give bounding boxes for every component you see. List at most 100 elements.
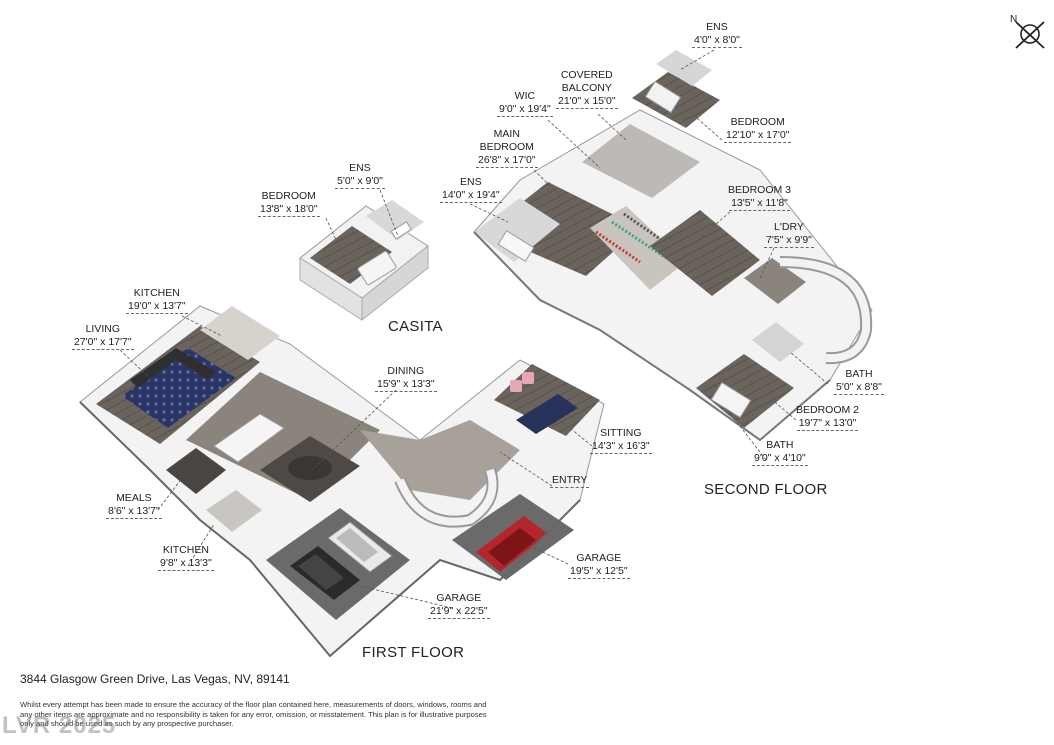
room-dims: 19'0" x 13'7" — [126, 300, 188, 314]
room-name: GARAGE — [436, 592, 482, 604]
ens-top-floor — [656, 50, 712, 86]
meals-floor — [166, 448, 226, 494]
room-dims: 21'9" x 22'5" — [428, 605, 490, 619]
room-label-garage-right: GARAGE 19'5" x 12'5" — [568, 552, 630, 579]
room-name: KITCHEN — [162, 544, 209, 556]
room-label-ens-top: ENS 4'0" x 8'0" — [692, 21, 742, 48]
room-label-ldry: L'DRY 7'5" x 9'9" — [764, 221, 814, 248]
casita-vanity — [390, 221, 412, 240]
compass-north-label: N — [1010, 14, 1017, 25]
room-label-bedroom3: BEDROOM 3 13'5" x 11'8" — [728, 184, 791, 211]
room-name: BEDROOM — [261, 190, 316, 202]
room-name: GARAGE — [576, 552, 622, 564]
room-label-meals: MEALS 8'6" x 13'7" — [106, 492, 162, 519]
room-dims: 27'0" x 17'7" — [72, 336, 134, 350]
room-name: BEDROOM 3 — [728, 184, 792, 196]
room-name: COVERED — [560, 69, 613, 81]
room-dims: 5'0" x 8'8" — [834, 381, 884, 395]
room-name: ENTRY — [550, 474, 590, 488]
room-label-ens-main: ENS 14'0" x 19'4" — [440, 176, 502, 203]
room-dims: 14'0" x 19'4" — [440, 189, 502, 203]
room-label-main-bedroom: MAIN BEDROOM 26'8" x 17'0" — [476, 128, 538, 168]
casita-plan — [299, 200, 429, 322]
room-name: BATH — [766, 439, 794, 451]
car-black — [290, 546, 360, 600]
room-label-entry: ENTRY — [550, 474, 590, 488]
room-dims: 5'0" x 9'0" — [335, 175, 385, 189]
room-label-sitting: SITTING 14'3" x 16'3" — [590, 427, 652, 454]
balcony-floor — [582, 124, 700, 198]
kitchen-bottom-floor — [206, 490, 262, 532]
leader-lines — [119, 49, 829, 609]
room-name: ENS — [706, 21, 728, 33]
bedroom3-floor — [650, 210, 760, 296]
room-name: BATH — [845, 368, 873, 380]
room-name: MEALS — [116, 492, 152, 504]
bath1-floor — [752, 322, 804, 362]
living-sofa — [130, 348, 216, 388]
floor-title-first: FIRST FLOOR — [362, 644, 465, 661]
room-dims: 13'5" x 11'8" — [729, 197, 790, 211]
room-label-covered-balcony: COVERED BALCONY 21'0" x 15'0" — [556, 69, 618, 109]
room-name-2: BALCONY — [561, 82, 612, 94]
first-floor-walls — [79, 401, 581, 658]
room-name: LIVING — [85, 323, 121, 335]
room-label-casita-ens: ENS 5'0" x 9'0" — [335, 162, 385, 189]
room-label-kitchen-bottom: KITCHEN 9'8" x 13'3" — [158, 544, 214, 571]
sitting-chair-1 — [510, 380, 522, 392]
room-dims: 26'8" x 17'0" — [476, 154, 538, 168]
room-label-garage-left: GARAGE 21'9" x 22'5" — [428, 592, 490, 619]
compass-icon: N — [1004, 10, 1046, 57]
room-dims: 7'5" x 9'9" — [764, 234, 814, 248]
room-name: ENS — [460, 176, 482, 188]
room-name: BEDROOM — [730, 116, 785, 128]
room-dims: 19'7" x 13'0" — [796, 417, 859, 431]
sitting-chair-2 — [522, 372, 534, 384]
room-name: SITTING — [600, 427, 642, 439]
room-name: ENS — [349, 162, 371, 174]
bedroom2-bed — [710, 381, 752, 419]
room-dims: 8'6" x 13'7" — [106, 505, 162, 519]
second-floor-walls — [473, 231, 831, 442]
property-address: 3844 Glasgow Green Drive, Las Vegas, NV,… — [20, 672, 290, 686]
casita-bedroom-floor — [310, 226, 392, 284]
room-name: WIC — [514, 90, 536, 102]
ens-main-tub — [497, 230, 535, 262]
floor-title-casita: CASITA — [388, 318, 443, 335]
room-name: KITCHEN — [133, 287, 180, 299]
ens-main-floor — [474, 198, 560, 262]
hall-floor — [360, 420, 520, 500]
room-dims: 13'8" x 18'0" — [258, 203, 320, 217]
kitchen-island — [213, 413, 285, 463]
room-dims: 19'5" x 12'5" — [568, 565, 630, 579]
room-dims: 15'9" x 13'3" — [375, 378, 437, 392]
sitting-sofa — [516, 394, 578, 434]
room-dims: 9'0" x 19'4" — [497, 103, 553, 117]
casita-bed — [357, 250, 397, 286]
dining-table — [288, 456, 332, 480]
room-label-dining: DINING 15'9" x 13'3" — [375, 365, 437, 392]
room-dims: 14'3" x 16'3" — [590, 440, 652, 454]
bedroom-tr-bed — [644, 80, 682, 114]
room-dims: 9'0" x 4'10" — [752, 452, 808, 466]
room-label-wic: WIC 9'0" x 19'4" — [497, 90, 553, 117]
disclaimer-text: Whilst every attempt has been made to en… — [20, 700, 487, 728]
room-label-bedroom-tr: BEDROOM 12'10" x 17'0" — [724, 116, 792, 143]
car-red — [476, 516, 548, 572]
first-floor-plan — [79, 305, 605, 658]
room-name: DINING — [387, 365, 425, 377]
room-dims: 4'0" x 8'0" — [692, 34, 742, 48]
room-label-bath2: BATH 9'0" x 4'10" — [752, 439, 808, 466]
room-label-casita-bedroom: BEDROOM 13'8" x 18'0" — [258, 190, 320, 217]
wic-floor — [590, 206, 686, 290]
room-name-2: BEDROOM — [479, 141, 534, 153]
second-floor-plan — [473, 50, 873, 442]
watermark: LVR 2025 — [2, 712, 117, 739]
ldry-floor — [744, 258, 806, 304]
room-dims: 21'0" x 15'0" — [556, 95, 618, 109]
casita-side-wall-right — [361, 244, 429, 322]
floor-title-second: SECOND FLOOR — [704, 481, 828, 498]
room-label-living: LIVING 27'0" x 17'7" — [72, 323, 134, 350]
room-label-bedroom2: BEDROOM 2 19'7" x 13'0" — [796, 404, 859, 431]
